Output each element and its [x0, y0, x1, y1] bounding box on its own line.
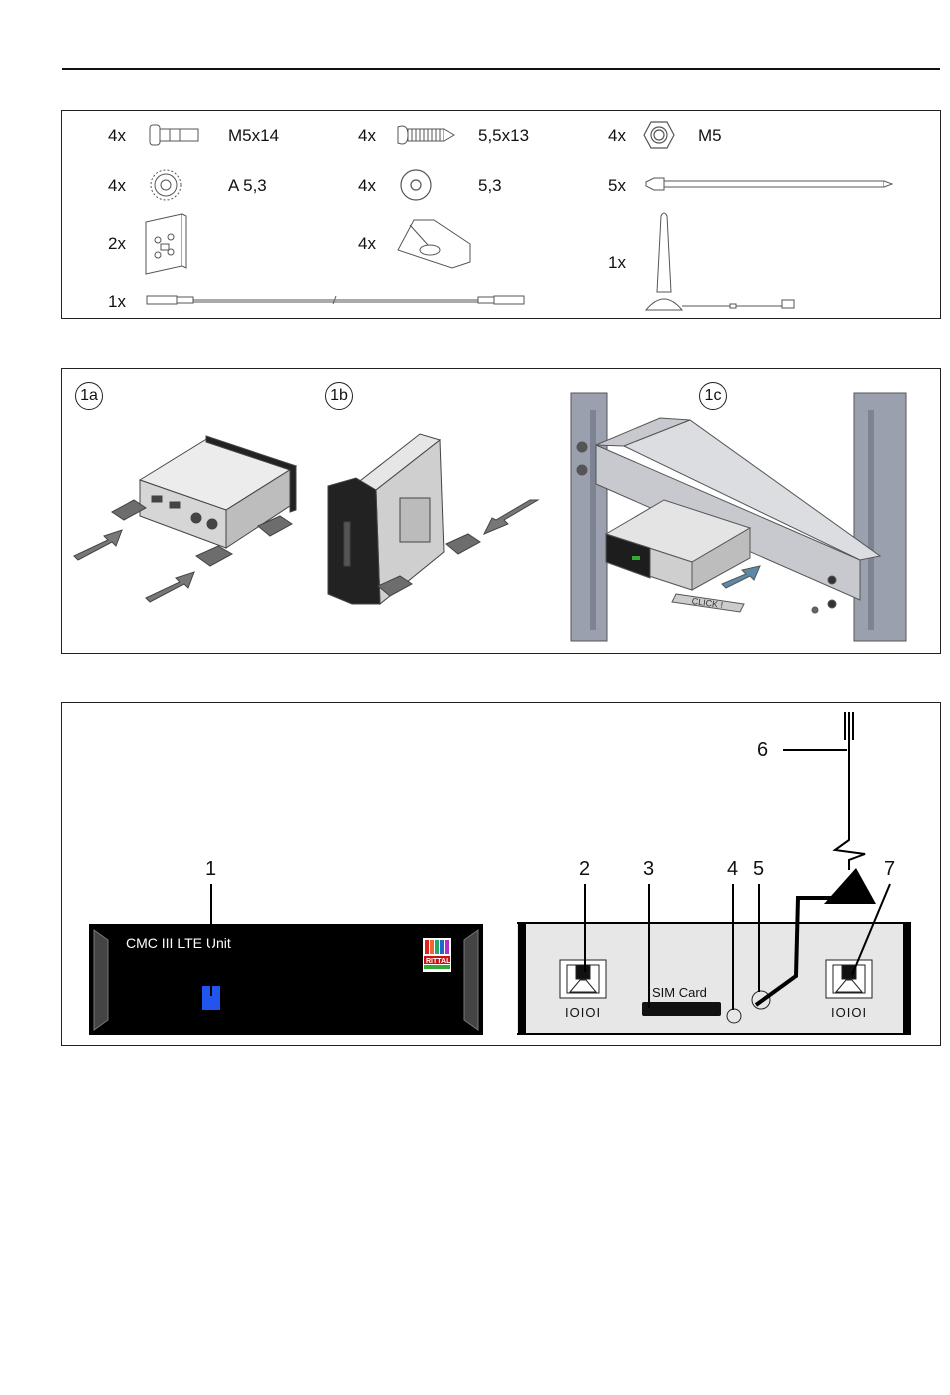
- rj45-port-right: [826, 960, 872, 998]
- handle-left: [94, 930, 478, 1030]
- brand-text: RITTAL: [426, 958, 451, 965]
- sim-slot: [642, 1002, 721, 1016]
- callout-3: 3: [643, 858, 654, 881]
- callout-4: 4: [727, 858, 738, 881]
- antenna-cable: [756, 898, 832, 1005]
- callout-2: 2: [579, 858, 590, 881]
- rittal-logo: RITTAL: [423, 938, 451, 972]
- sim-card-label: SIM Card: [652, 985, 707, 1000]
- callout-leaders: [211, 750, 890, 1010]
- port-label-right: IOIOI: [831, 1005, 867, 1020]
- rj45-port-left: [560, 960, 606, 998]
- antenna-rod: [835, 712, 865, 870]
- antenna-base-icon: [824, 868, 876, 904]
- callout-7: 7: [884, 858, 895, 881]
- port-label-left: IOIOI: [565, 1005, 601, 1020]
- callout-1: 1: [205, 858, 216, 881]
- callout-5: 5: [753, 858, 764, 881]
- callout-6: 6: [757, 739, 768, 762]
- reset-button-icon: [727, 1009, 741, 1023]
